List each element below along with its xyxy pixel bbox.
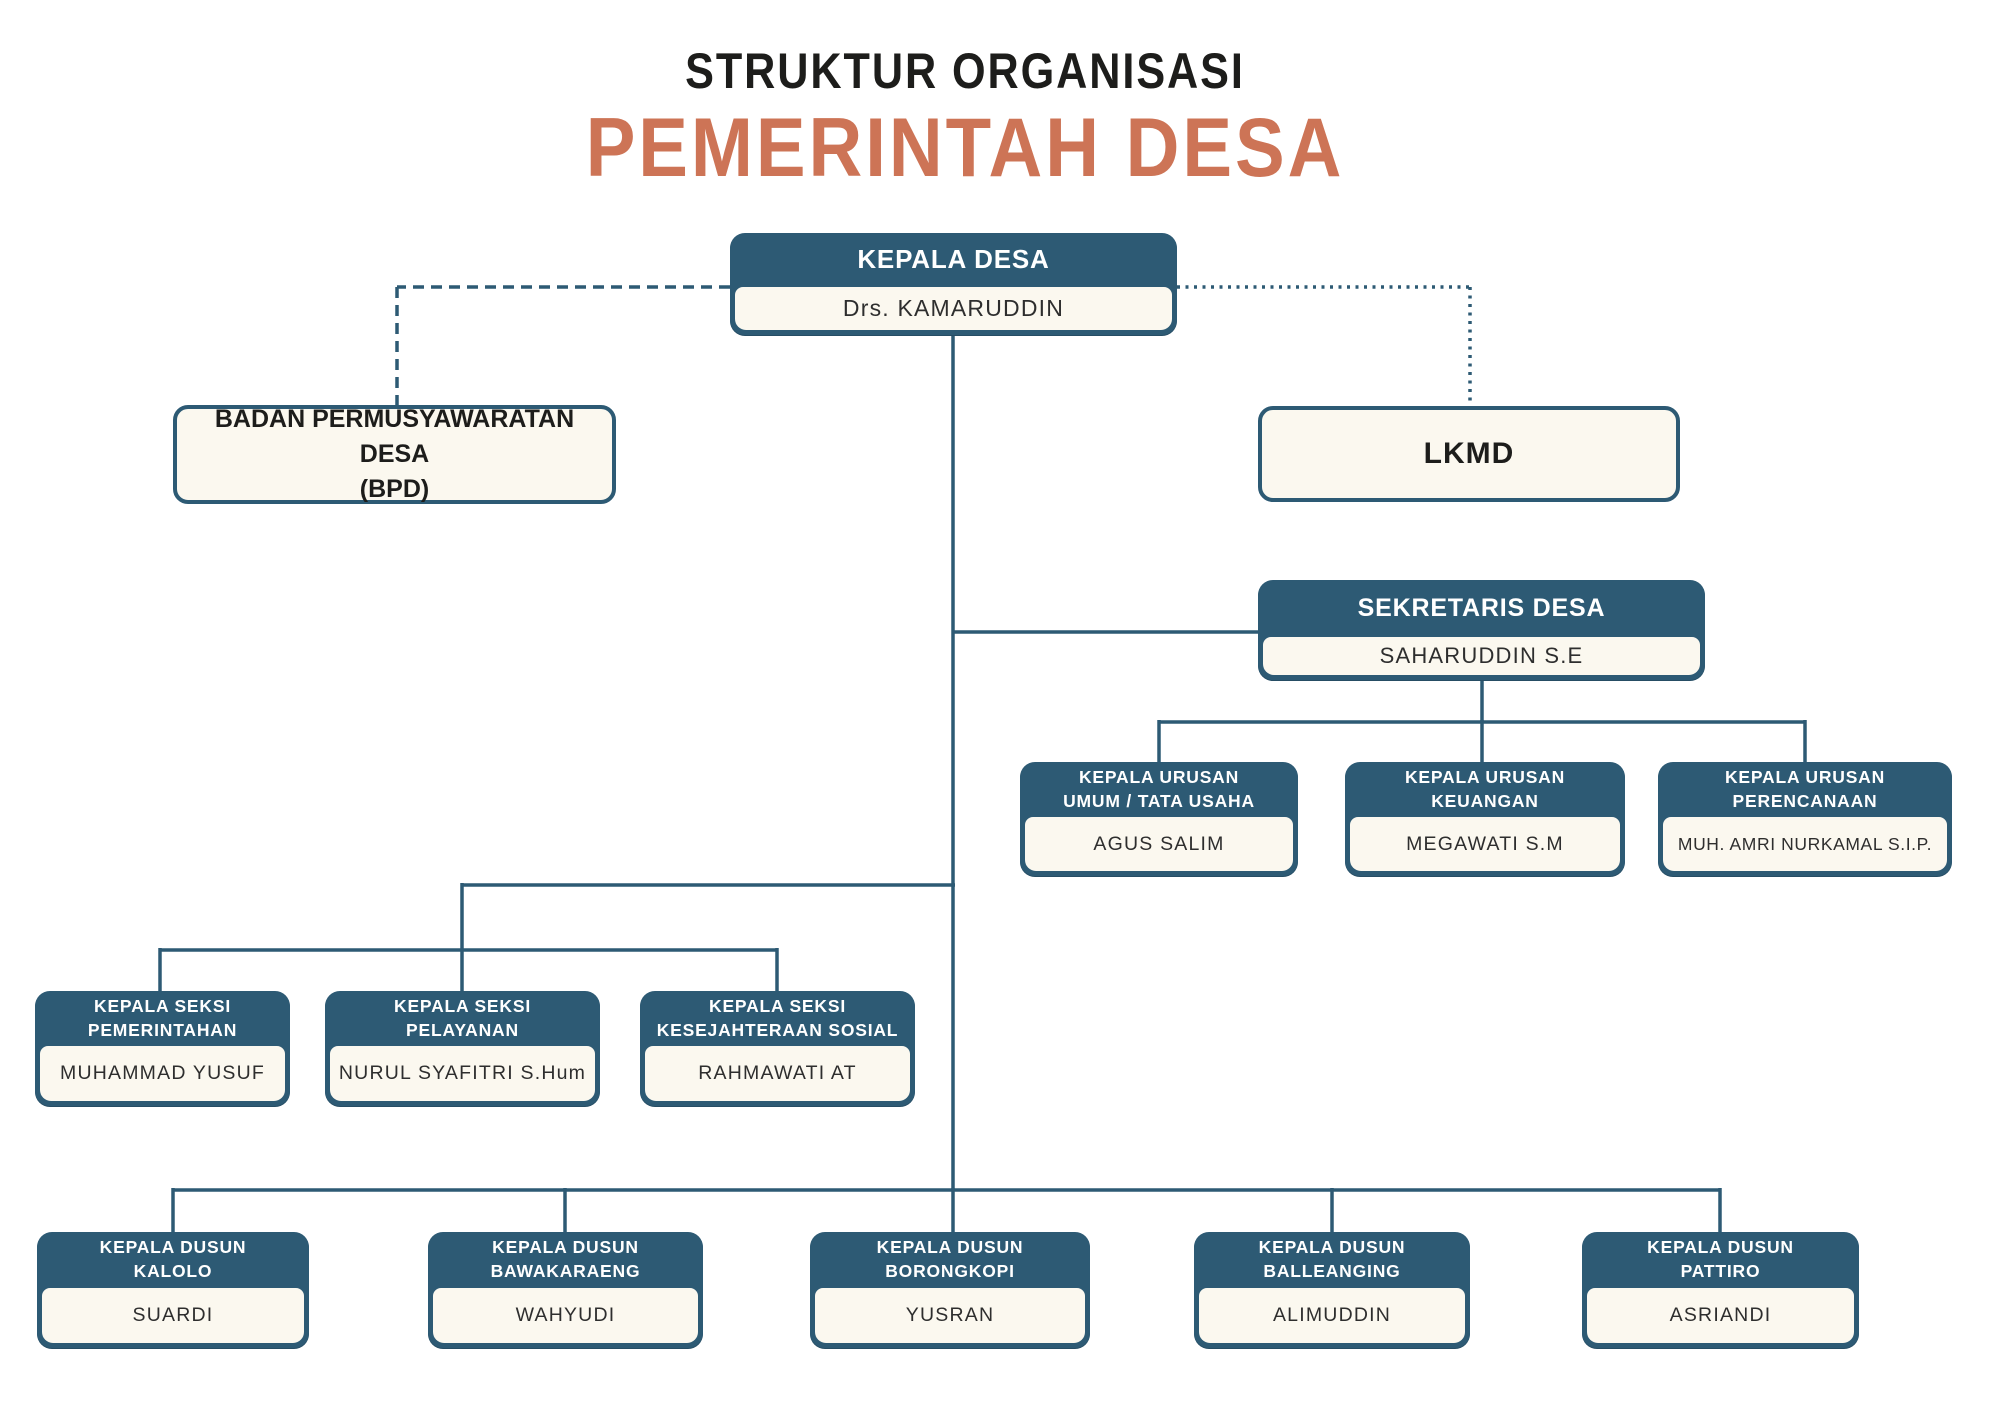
org-box-kepala-seksi-pelayanan: KEPALA SEKSI PELAYANAN NURUL SYAFITRI S.…	[325, 991, 600, 1106]
role-title: KEPALA SEKSI KESEJAHTERAAN SOSIAL	[640, 991, 915, 1046]
person-name: AGUS SALIM	[1025, 817, 1293, 871]
org-box-kepala-urusan-keuangan: KEPALA URUSAN KEUANGAN MEGAWATI S.M	[1345, 762, 1625, 876]
role-title: KEPALA SEKSI PELAYANAN	[325, 991, 600, 1046]
org-box-kepala-urusan-umum: KEPALA URUSAN UMUM / TATA USAHA AGUS SAL…	[1020, 762, 1298, 876]
role-title: KEPALA DUSUN KALOLO	[37, 1232, 309, 1288]
org-box-bpd: BADAN PERMUSYAWARATAN DESA (BPD)	[173, 405, 616, 504]
bpd-title-line1: BADAN PERMUSYAWARATAN DESA	[214, 405, 575, 468]
role-title-line1: KEPALA DUSUN	[1258, 1237, 1406, 1258]
person-name: ALIMUDDIN	[1199, 1288, 1465, 1343]
person-name: SUARDI	[42, 1288, 304, 1343]
role-title: KEPALA DESA	[730, 233, 1177, 287]
role-title: KEPALA DUSUN BORONGKOPI	[810, 1232, 1090, 1288]
page-title-line1: STRUKTUR ORGANISASI	[685, 42, 1245, 100]
role-title-line2: KESEJAHTERAAN SOSIAL	[656, 1019, 899, 1040]
role-title-line1: KEPALA URUSAN	[1724, 766, 1886, 787]
role-title-text: SEKRETARIS DESA	[1357, 593, 1606, 622]
role-title-line2: PEMERINTAHAN	[87, 1019, 238, 1040]
role-title-text: KEPALA DESA	[857, 244, 1050, 275]
role-title-line1: KEPALA DUSUN	[876, 1237, 1024, 1258]
page-title: STRUKTUR ORGANISASI PEMERINTAH DESA	[0, 42, 1930, 195]
role-title-line1: KEPALA DUSUN	[492, 1237, 639, 1258]
org-box-kepala-seksi-pemerintahan: KEPALA SEKSI PEMERINTAHAN MUHAMMAD YUSUF	[35, 991, 290, 1106]
org-box-sekretaris-desa: SEKRETARIS DESA SAHARUDDIN S.E	[1258, 580, 1705, 680]
page-title-line2: PEMERINTAH DESA	[585, 101, 1345, 195]
org-box-kepala-dusun-borongkopi: KEPALA DUSUN BORONGKOPI YUSRAN	[810, 1232, 1090, 1348]
person-name: MUH. AMRI NURKAMAL S.I.P.	[1663, 817, 1947, 871]
role-title-line1: KEPALA URUSAN	[1404, 766, 1566, 787]
role-title: SEKRETARIS DESA	[1258, 580, 1705, 637]
role-title: KEPALA SEKSI PEMERINTAHAN	[35, 991, 290, 1046]
org-box-kepala-dusun-balleanging: KEPALA DUSUN BALLEANGING ALIMUDDIN	[1194, 1232, 1470, 1348]
role-title-line1: KEPALA SEKSI	[94, 995, 231, 1016]
role-title-line1: KEPALA SEKSI	[709, 995, 846, 1016]
role-title-line2: BORONGKOPI	[885, 1261, 1015, 1281]
org-box-kepala-desa: KEPALA DESA Drs. KAMARUDDIN	[730, 233, 1177, 335]
person-name: ASRIANDI	[1587, 1288, 1854, 1343]
org-box-kepala-urusan-perencanaan: KEPALA URUSAN PERENCANAAN MUH. AMRI NURK…	[1658, 762, 1952, 876]
person-name: SAHARUDDIN S.E	[1263, 637, 1700, 675]
person-name: WAHYUDI	[433, 1288, 698, 1343]
role-title-line2: PELAYANAN	[406, 1019, 519, 1040]
person-name: YUSRAN	[815, 1288, 1085, 1343]
role-title-line2: PERENCANAAN	[1732, 790, 1878, 811]
person-name: MUHAMMAD YUSUF	[40, 1046, 285, 1101]
role-title: KEPALA URUSAN KEUANGAN	[1345, 762, 1625, 817]
role-title-line2: PATTIRO	[1680, 1261, 1761, 1281]
org-box-lkmd: LKMD	[1258, 406, 1680, 502]
org-box-kepala-seksi-kesejahteraan-sosial: KEPALA SEKSI KESEJAHTERAAN SOSIAL RAHMAW…	[640, 991, 915, 1106]
org-box-kepala-dusun-bawakaraeng: KEPALA DUSUN BAWAKARAENG WAHYUDI	[428, 1232, 703, 1348]
role-title-line2: BAWAKARAENG	[490, 1261, 641, 1281]
role-title-line2: KEUANGAN	[1431, 790, 1539, 811]
role-title-line2: UMUM / TATA USAHA	[1063, 790, 1255, 811]
org-box-kepala-dusun-pattiro: KEPALA DUSUN PATTIRO ASRIANDI	[1582, 1232, 1859, 1348]
role-title: KEPALA DUSUN BAWAKARAENG	[428, 1232, 703, 1288]
person-name: RAHMAWATI AT	[645, 1046, 910, 1101]
role-title-line1: KEPALA SEKSI	[394, 995, 531, 1016]
role-title: KEPALA URUSAN PERENCANAAN	[1658, 762, 1952, 817]
bpd-title-line2: (BPD)	[359, 475, 430, 503]
person-name: Drs. KAMARUDDIN	[735, 287, 1172, 330]
org-box-kepala-dusun-kalolo: KEPALA DUSUN KALOLO SUARDI	[37, 1232, 309, 1348]
role-title-line2: KALOLO	[133, 1261, 213, 1281]
role-title-line1: KEPALA DUSUN	[99, 1237, 247, 1258]
role-title-line1: KEPALA URUSAN	[1078, 766, 1240, 787]
role-title: KEPALA DUSUN BALLEANGING	[1194, 1232, 1470, 1288]
role-title: KEPALA URUSAN UMUM / TATA USAHA	[1020, 762, 1298, 817]
person-name: MEGAWATI S.M	[1350, 817, 1620, 871]
role-title: KEPALA DUSUN PATTIRO	[1582, 1232, 1859, 1288]
role-title-line2: BALLEANGING	[1263, 1261, 1401, 1281]
role-title-line1: KEPALA DUSUN	[1647, 1237, 1794, 1258]
lkmd-title: LKMD	[1423, 437, 1515, 470]
person-name: NURUL SYAFITRI S.Hum	[330, 1046, 595, 1101]
